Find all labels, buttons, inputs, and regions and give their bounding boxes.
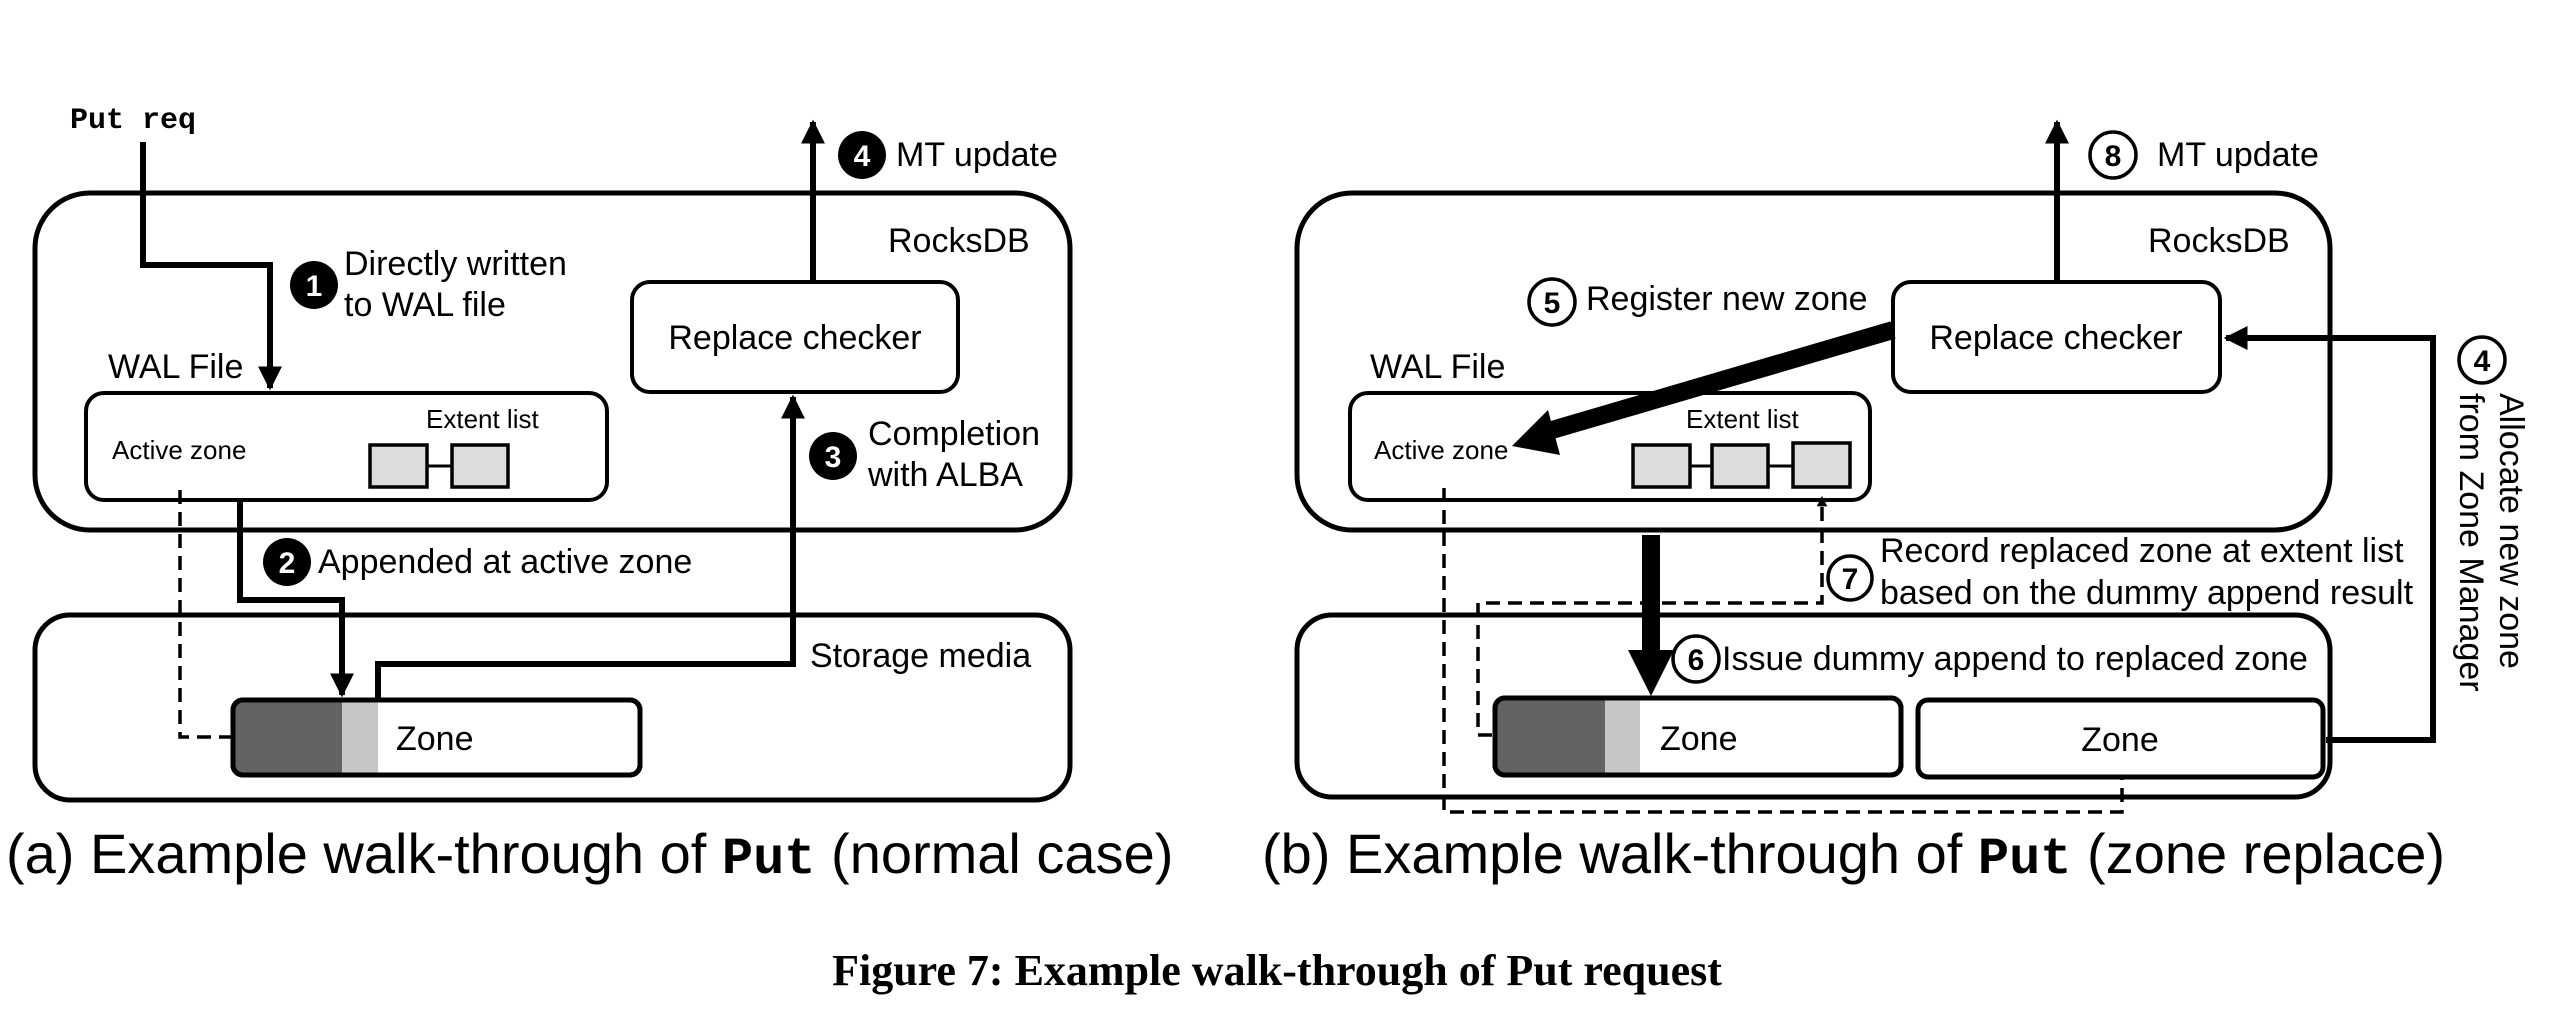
zone-label: Zone: [2081, 721, 2159, 759]
extent-block: [368, 443, 429, 489]
zone-new: Zone: [1915, 697, 2326, 780]
step-4-annotation: 4 Allocate new zone from Zone Manager: [2452, 335, 2530, 692]
step2-arrow: [237, 500, 354, 698]
zone-partial-region: [342, 702, 378, 773]
active-zone-label: Active zone: [1374, 435, 1508, 465]
step-8-badge: [2088, 130, 2138, 180]
step-3-text-line1: Completion: [868, 415, 1040, 453]
zone-replaced: Zone: [1492, 695, 1904, 778]
step-5-number: 5: [1544, 287, 1561, 320]
step-4-text-line1: Allocate new zone: [2492, 393, 2530, 669]
step-2-number: 2: [279, 547, 296, 580]
step-8-text: MT update: [2157, 136, 2319, 174]
wal-file-box: [1348, 391, 1872, 502]
step-7-number: 7: [1842, 563, 1859, 596]
step-3-badge: [809, 432, 857, 480]
step5-arrow-head: [1512, 410, 1560, 455]
replace-checker-label: Replace checker: [668, 319, 921, 357]
step-8-number: 8: [2105, 140, 2122, 173]
step-6-badge: [1671, 634, 1721, 684]
extent-list-label: Extent list: [1686, 404, 1799, 434]
step-4-annotation: 4 MT update: [838, 131, 1058, 179]
active-zone-label: Active zone: [112, 435, 246, 465]
step1-arrow: [140, 142, 282, 391]
put-request-label: Put req: [70, 104, 196, 138]
step-5-badge: [1527, 277, 1577, 327]
zone-label: Zone: [1660, 720, 1738, 758]
step-4-badge: [838, 131, 886, 179]
panel-a: Put req RocksDB 1 Directly written to WA…: [6, 104, 1173, 889]
step-6-number: 6: [1688, 644, 1705, 677]
step6-arrow-head: [1628, 650, 1674, 696]
extent-block: [1631, 443, 1692, 489]
step-4-number: 4: [2474, 345, 2491, 378]
zone-label: Zone: [396, 720, 474, 758]
step7-arrow: [1476, 495, 1828, 737]
extent-block-new: [1791, 441, 1852, 489]
rocksdb-label: RocksDB: [2148, 222, 2290, 260]
step-6-text: Issue dummy append to replaced zone: [1722, 640, 2308, 678]
wal-file-box: [84, 391, 609, 502]
step4-arrow: [2223, 326, 2436, 743]
zone-filled-region: [235, 702, 342, 773]
extent-block: [1710, 443, 1770, 489]
active-zone-pointer: [1442, 488, 2124, 814]
panel-b: RocksDB Replace checker 8 MT update WAL …: [1262, 119, 2530, 889]
step-1-number: 1: [306, 270, 323, 303]
figure-title: Figure 7: Example walk-through of Put re…: [832, 946, 1722, 995]
step-2-text: Appended at active zone: [318, 543, 692, 581]
step-7-badge: [1826, 554, 1874, 602]
step-1-text-line2: to WAL file: [344, 286, 506, 324]
wal-file-label: WAL File: [1370, 348, 1505, 386]
zone-partial-region: [1605, 700, 1640, 773]
step-4-text: MT update: [896, 136, 1058, 174]
step-2-badge: [263, 538, 311, 586]
wal-file-label: WAL File: [108, 348, 243, 386]
step-3-annotation: 3 Completion with ALBA: [809, 415, 1040, 494]
step-3-text-line2: with ALBA: [867, 456, 1023, 494]
step-4-text-line2: from Zone Manager: [2452, 393, 2490, 692]
zone-a: Zone: [230, 697, 643, 778]
rocksdb-label: RocksDB: [888, 222, 1030, 260]
step-5-annotation: 5 Register new zone: [1527, 277, 1868, 327]
step-7-text-line1: Record replaced zone at extent list: [1880, 532, 2404, 570]
step6-arrow-shaft: [1642, 535, 1660, 655]
step-2-annotation: 2 Appended at active zone: [263, 538, 692, 586]
caption-b: (b) Example walk-through of Put (zone re…: [1262, 822, 2445, 889]
caption-a: (a) Example walk-through of Put (normal …: [6, 822, 1173, 889]
step-7-annotation: 7 Record replaced zone at extent list ba…: [1826, 532, 2414, 612]
step-4-number: 4: [854, 140, 871, 173]
extent-block: [450, 443, 510, 489]
replace-checker-box: [630, 280, 960, 394]
step-8-annotation: 8 MT update: [2088, 130, 2319, 180]
zone-filled-region: [1497, 700, 1605, 773]
storage-media-label: Storage media: [810, 637, 1031, 675]
step-6-annotation: 6 Issue dummy append to replaced zone: [1671, 634, 2308, 684]
extent-list-label: Extent list: [426, 404, 539, 434]
step-5-text: Register new zone: [1586, 280, 1868, 318]
step-1-badge: [290, 261, 338, 309]
step-4-badge: [2457, 335, 2507, 385]
step-7-text-line2: based on the dummy append result: [1880, 574, 2414, 612]
step-1-text-line1: Directly written: [344, 245, 567, 283]
step5-arrow-shaft: [1532, 321, 1896, 444]
step-1-annotation: 1 Directly written to WAL file: [290, 245, 567, 324]
step-3-number: 3: [825, 441, 842, 474]
step3-arrow: [375, 394, 805, 700]
active-zone-pointer: [178, 490, 233, 739]
replace-checker-label: Replace checker: [1929, 319, 2182, 357]
